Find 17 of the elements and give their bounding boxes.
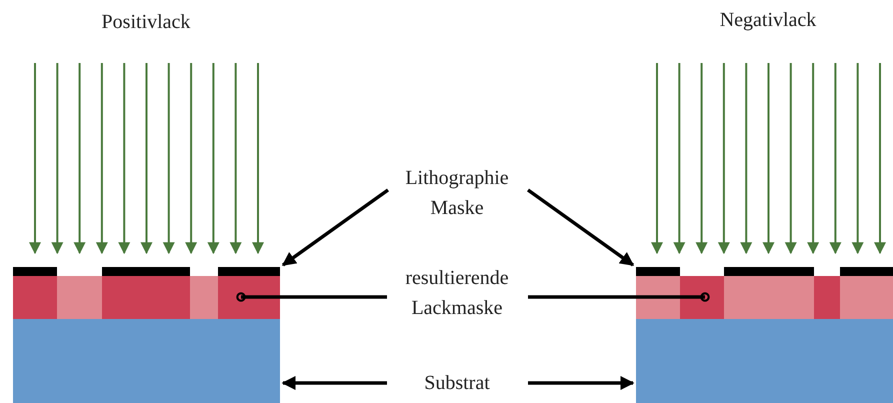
- mask-drawing: [13, 267, 280, 276]
- arrow: [282, 188, 390, 266]
- substrate-block: [636, 319, 893, 403]
- arrow: [282, 376, 387, 390]
- callout-text: Lithographie Maske: [377, 163, 537, 223]
- heading-label: Negativlack: [718, 8, 818, 33]
- mask-drawing: [636, 267, 893, 276]
- heading-label: Positivlack: [100, 10, 192, 35]
- leader-line: [528, 292, 710, 302]
- arrow: [526, 188, 634, 266]
- photoresist-drawing: [13, 276, 280, 319]
- callout-text: Substrat: [397, 368, 517, 398]
- callout-text: resultierende Lackmaske: [367, 263, 547, 323]
- arrow: [528, 376, 634, 390]
- photoresist-drawing: [636, 276, 893, 319]
- substrate-block: [13, 319, 280, 403]
- leader-line: [236, 292, 387, 302]
